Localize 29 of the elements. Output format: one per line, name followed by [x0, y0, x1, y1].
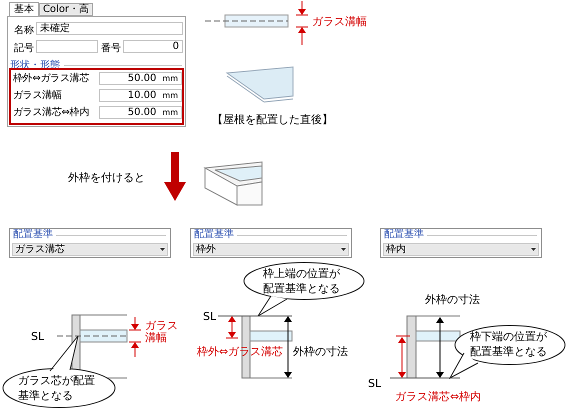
dimension-label: ガラス溝芯⇔枠内 [395, 389, 482, 405]
step-label: 外枠を付けると [68, 170, 145, 186]
dimension-label: 外枠の寸法 [425, 292, 480, 308]
text-field: 未確定 [36, 22, 183, 35]
field-label: ガラス溝幅 [13, 90, 62, 102]
dropdown-select: ガラス溝芯 [12, 243, 168, 256]
dropdown-select: 枠内 [383, 243, 539, 256]
field-label: 枠外⇔ガラス溝芯 [13, 73, 89, 85]
field-label: ガラス溝芯⇔枠内 [13, 107, 89, 119]
group-label: 配置基準 [13, 229, 53, 241]
text-field: 50.00 mm [99, 72, 182, 85]
field-label: 記号 [14, 42, 34, 56]
dimension-label: 外枠の寸法 [293, 344, 348, 360]
text-field: 0 [123, 40, 183, 53]
level-label: SL [203, 309, 216, 325]
dimension-label: 枠外⇔ガラス溝芯 [197, 344, 284, 360]
tab: Color・高 [39, 3, 93, 16]
tab: 基本 [9, 2, 39, 17]
group-label: 配置基準 [194, 229, 234, 241]
caption: 【屋根を配置した直後】 [212, 112, 333, 128]
level-label: SL [368, 376, 382, 392]
field-label: 名称 [14, 24, 34, 38]
dropdown-select: 枠外 [193, 243, 349, 256]
dimension-label: ガラス溝幅 [312, 14, 367, 30]
text-field: 50.00 mm [99, 106, 182, 119]
text-field: 10.00 mm [99, 89, 182, 102]
field-label: 番号 [101, 42, 121, 56]
dimension-label: ガラス溝幅 [145, 320, 179, 344]
group-label: 配置基準 [384, 229, 424, 241]
